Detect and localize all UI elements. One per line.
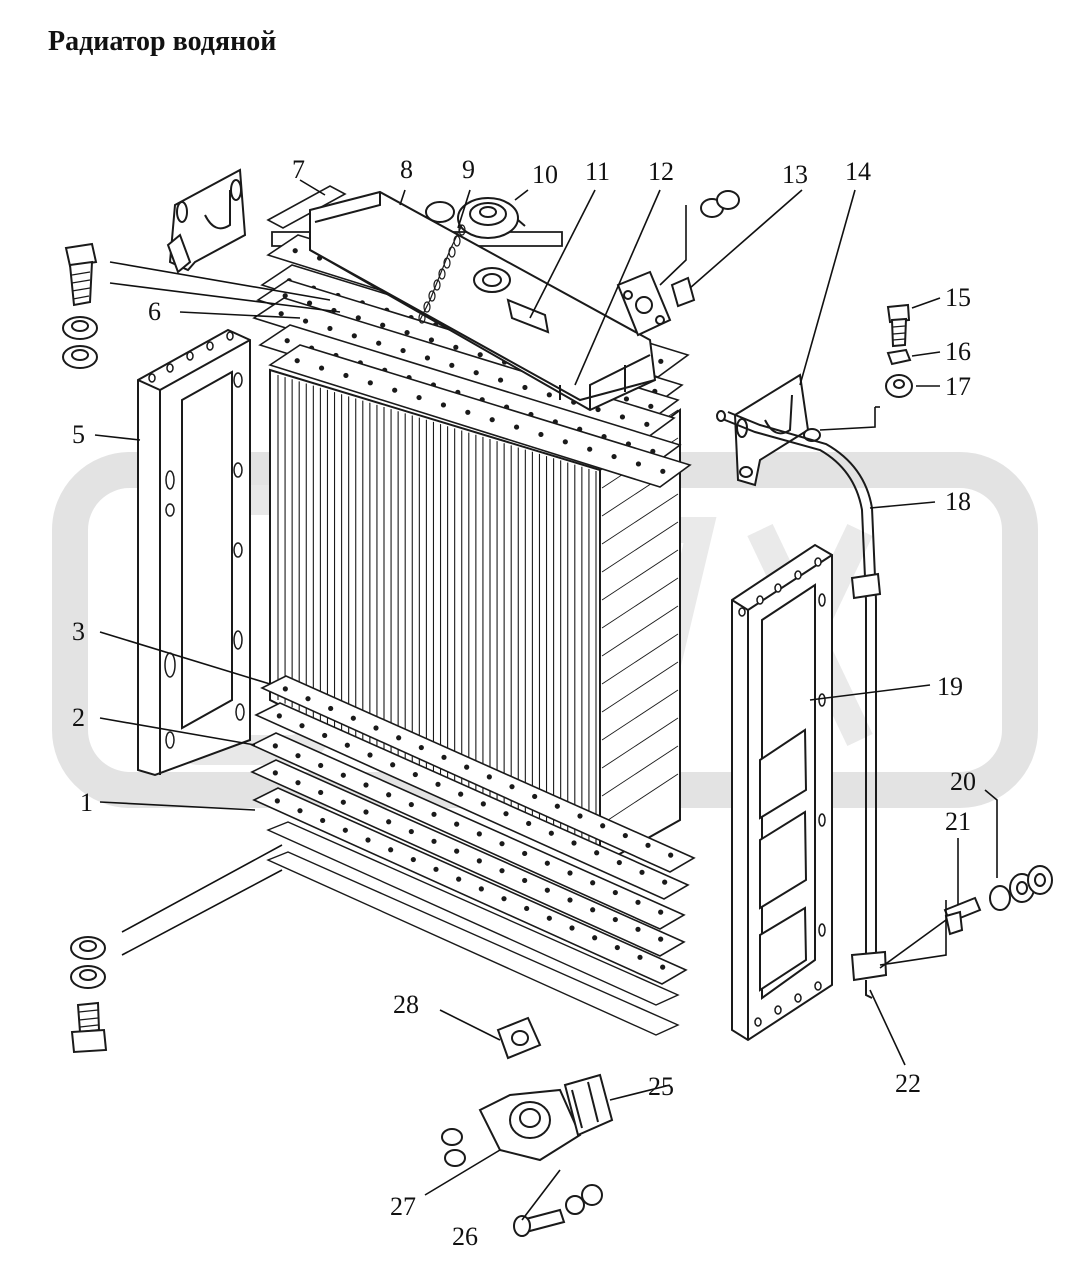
top-left-bracket	[166, 168, 247, 274]
callout-6: 6	[148, 297, 161, 326]
callout-22: 22	[895, 1069, 921, 1098]
left-bottom-fasteners	[70, 936, 108, 1054]
callout-12: 12	[648, 157, 674, 186]
cap-chain	[418, 224, 466, 324]
right-side-panel	[731, 543, 833, 1042]
left-side-panel	[137, 328, 251, 777]
callout-21: 21	[945, 807, 971, 836]
upper-tank	[309, 190, 657, 412]
callout-28: 28	[393, 990, 419, 1019]
leader-lines	[94, 179, 998, 1221]
callout-3: 3	[72, 617, 85, 646]
callout-5: 5	[72, 420, 85, 449]
bottom-plate-stack	[250, 675, 696, 1036]
right-bottom-fasteners	[943, 865, 1053, 936]
callout-14: 14	[845, 157, 871, 186]
inlet-fitting	[616, 190, 740, 337]
callout-16: 16	[945, 337, 971, 366]
drain-fitting	[441, 1016, 614, 1237]
callout-15: 15	[945, 283, 971, 312]
callout-2: 2	[72, 703, 85, 732]
callout-27: 27	[390, 1192, 416, 1221]
callout-7: 7	[292, 155, 305, 184]
left-top-fasteners	[62, 242, 98, 369]
page-title: Радиатор водяной	[48, 26, 277, 57]
callout-19: 19	[937, 672, 963, 701]
callout-18: 18	[945, 487, 971, 516]
right-top-bracket	[733, 373, 821, 487]
callout-labels: 7 8 9 10 11 12 13 14 15 16 17 18 19 5 6 …	[72, 155, 976, 1251]
callout-17: 17	[945, 372, 971, 401]
callout-8: 8	[400, 155, 413, 184]
callout-9: 9	[462, 155, 475, 184]
right-top-fasteners	[885, 303, 913, 398]
callout-26: 26	[452, 1222, 478, 1251]
callout-13: 13	[782, 160, 808, 189]
filler-cap	[457, 197, 526, 239]
callout-10: 10	[532, 160, 558, 189]
callout-25: 25	[648, 1072, 674, 1101]
callout-20: 20	[950, 767, 976, 796]
callout-11: 11	[585, 157, 610, 186]
callout-1: 1	[80, 788, 93, 817]
